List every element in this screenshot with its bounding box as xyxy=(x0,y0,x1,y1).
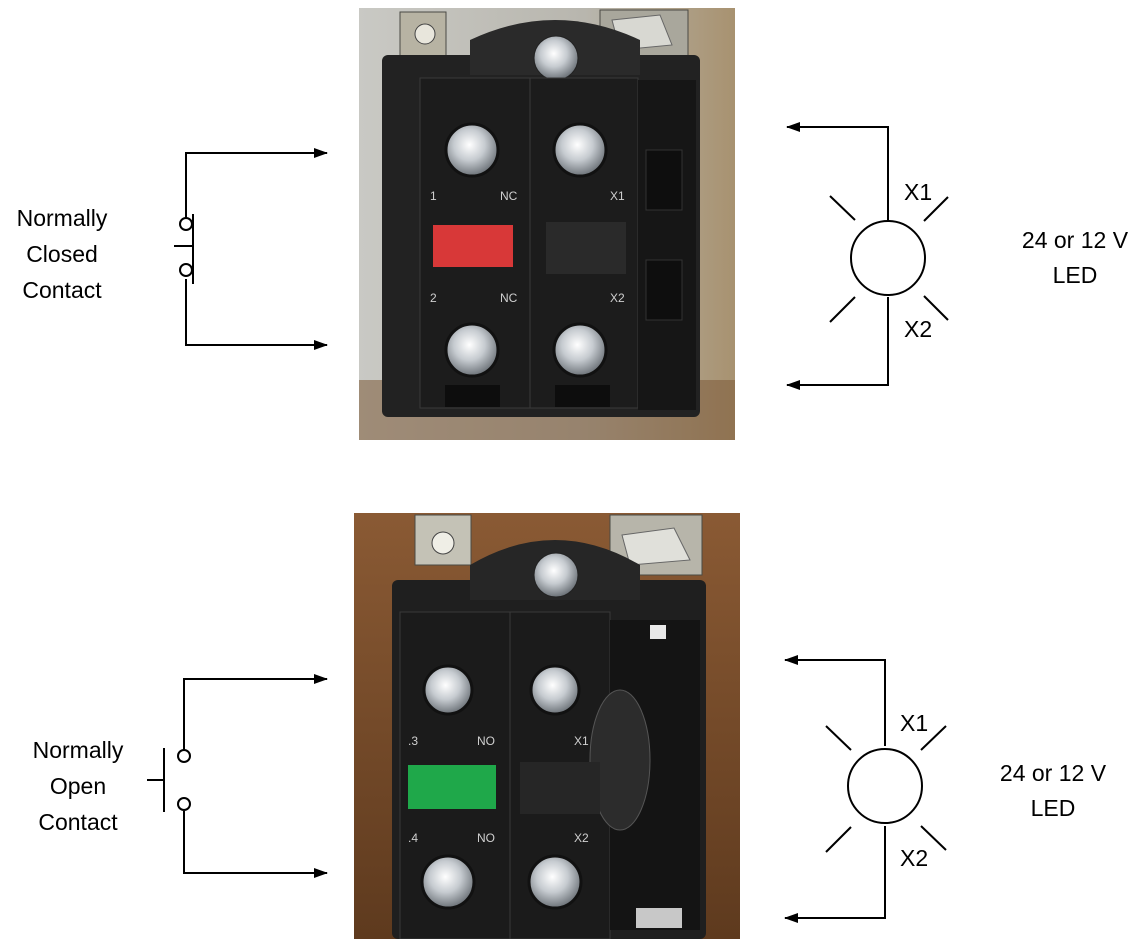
nc-contact-label-line3: Contact xyxy=(22,277,102,303)
terminal-nc-label: NC xyxy=(500,189,518,203)
top-led-x1-label: X1 xyxy=(904,179,932,205)
terminal-x1-label: X1 xyxy=(610,189,625,203)
bottom-led-label-line1: 24 or 12 V xyxy=(1000,760,1107,786)
terminal-1-label: 1 xyxy=(430,189,437,203)
no-contact-label-line3: Contact xyxy=(38,809,118,835)
no-contact-block-photo: .3 NO .4 NO X1 X2 xyxy=(354,513,740,939)
terminal-x1-label: X1 xyxy=(574,734,589,748)
terminal-nc-label: NC xyxy=(500,291,518,305)
no-contact-label-line1: Normally xyxy=(33,737,124,763)
bottom-led-x1-label: X1 xyxy=(900,710,928,736)
terminal-x2-label: X2 xyxy=(610,291,625,305)
bottom-led-x2-label: X2 xyxy=(900,845,928,871)
top-led-label-line1: 24 or 12 V xyxy=(1022,227,1129,253)
bottom-led-symbol xyxy=(785,660,946,918)
no-contact-symbol xyxy=(147,679,327,873)
nc-indicator-window xyxy=(433,225,513,267)
terminal-4-label: .4 xyxy=(408,831,418,845)
nc-contact-symbol xyxy=(174,153,327,345)
terminal-3-label: .3 xyxy=(408,734,418,748)
terminal-2-label: 2 xyxy=(430,291,437,305)
nc-contact-block-photo: 1 NC 2 NC X1 X2 xyxy=(359,8,735,440)
no-indicator-window xyxy=(408,765,496,809)
terminal-no-label: NO xyxy=(477,831,495,845)
top-led-x2-label: X2 xyxy=(904,316,932,342)
bottom-led-label-line2: LED xyxy=(1031,795,1076,821)
top-led-label-line2: LED xyxy=(1053,262,1098,288)
nc-contact-label-line1: Normally xyxy=(17,205,108,231)
no-contact-label-line2: Open xyxy=(50,773,106,799)
top-led-symbol xyxy=(787,127,948,385)
terminal-no-label: NO xyxy=(477,734,495,748)
nc-contact-label-line2: Closed xyxy=(26,241,98,267)
terminal-x2-label: X2 xyxy=(574,831,589,845)
